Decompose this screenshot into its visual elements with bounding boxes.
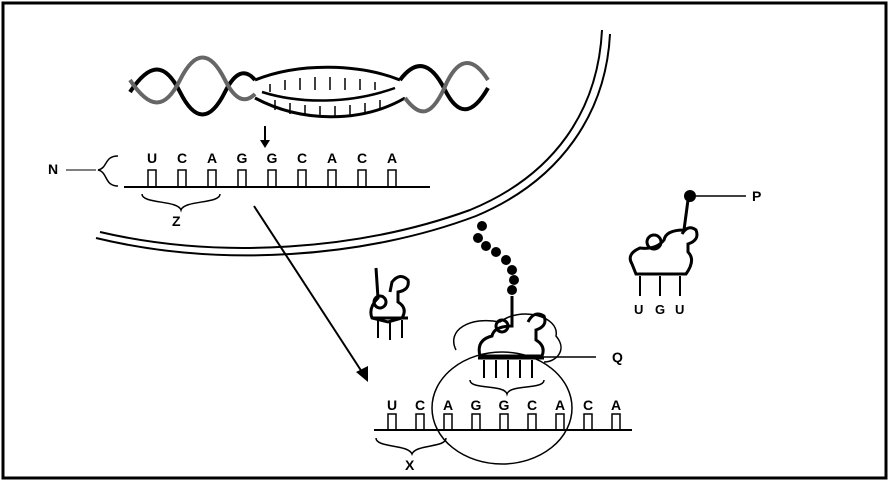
base-letter: C bbox=[415, 397, 425, 413]
trna-free-left bbox=[369, 267, 410, 340]
brace-x bbox=[375, 437, 447, 457]
base-letter: C bbox=[357, 150, 367, 166]
base-tooth bbox=[583, 413, 593, 431]
label-z: Z bbox=[172, 213, 181, 229]
base-letter: A bbox=[327, 150, 337, 166]
base-letter: G bbox=[267, 150, 278, 166]
base-letter: G bbox=[237, 150, 248, 166]
base-letter: A bbox=[611, 397, 621, 413]
base-tooth bbox=[177, 169, 187, 188]
base-tooth bbox=[297, 169, 307, 188]
brace-z bbox=[141, 193, 221, 213]
base-tooth bbox=[327, 169, 337, 188]
base-tooth bbox=[267, 169, 277, 188]
base-letter: A bbox=[443, 397, 453, 413]
base-letter: C bbox=[527, 397, 537, 413]
base-letter: C bbox=[297, 150, 307, 166]
base-tooth bbox=[443, 413, 453, 431]
dna-double-helix bbox=[128, 55, 490, 119]
base-letter: U bbox=[147, 150, 157, 166]
anticodon-letter: U bbox=[634, 302, 643, 317]
base-tooth bbox=[555, 413, 565, 431]
base-tooth bbox=[471, 413, 481, 431]
ribosome-large-subunit bbox=[431, 351, 573, 465]
label-p: P bbox=[752, 188, 761, 204]
brace-n bbox=[97, 155, 119, 187]
label-n: N bbox=[48, 161, 58, 177]
base-tooth bbox=[387, 413, 397, 431]
trna-with-amino-acid: U G U bbox=[628, 190, 699, 317]
base-letter: C bbox=[583, 397, 593, 413]
base-letter: A bbox=[555, 397, 565, 413]
base-tooth bbox=[207, 169, 217, 188]
base-letter: G bbox=[471, 397, 482, 413]
amino-acid-dot bbox=[684, 190, 696, 202]
base-letter: A bbox=[207, 150, 217, 166]
nuclear-membrane bbox=[95, 29, 611, 257]
base-tooth bbox=[527, 413, 537, 431]
figure-frame bbox=[1, 1, 888, 480]
label-x: X bbox=[405, 457, 415, 473]
export-arrow bbox=[253, 205, 368, 382]
polypeptide-chain bbox=[473, 221, 519, 295]
base-tooth bbox=[357, 169, 367, 188]
base-tooth bbox=[147, 169, 157, 188]
trna-in-ribosome bbox=[477, 296, 547, 378]
transcription-arrow bbox=[260, 126, 270, 148]
base-letter: G bbox=[499, 397, 510, 413]
base-tooth bbox=[499, 413, 509, 431]
anticodon-letter: U bbox=[675, 302, 684, 317]
base-tooth bbox=[237, 169, 247, 188]
label-q: Q bbox=[612, 349, 623, 365]
base-tooth bbox=[415, 413, 425, 431]
brace-anticodon bbox=[469, 379, 545, 397]
base-letter: U bbox=[387, 397, 397, 413]
base-letter: C bbox=[177, 150, 187, 166]
base-tooth bbox=[611, 413, 621, 431]
anticodon-letter: G bbox=[655, 302, 665, 317]
base-letter: A bbox=[387, 150, 397, 166]
base-tooth bbox=[387, 169, 397, 188]
